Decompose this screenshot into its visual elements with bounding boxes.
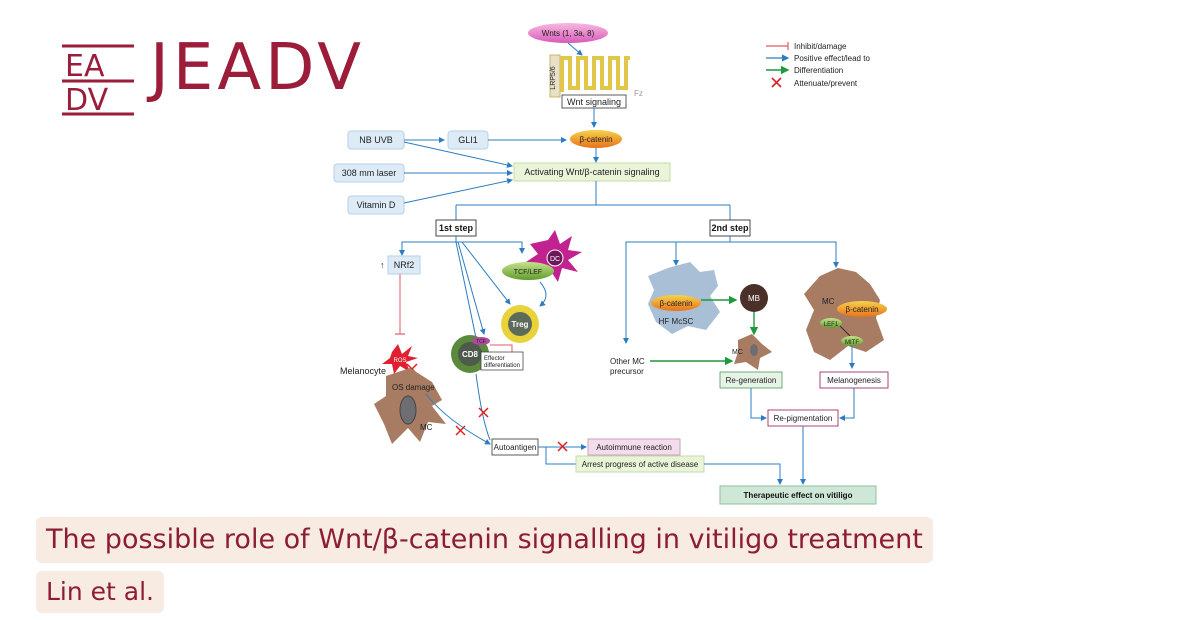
other-mc-label-1: Other MC xyxy=(610,357,645,366)
beta-catenin-top-label: β-catenin xyxy=(579,135,612,144)
logo-mark-bottom: DV xyxy=(65,83,109,118)
autoimmune-box xyxy=(587,438,681,456)
mb-cell xyxy=(740,284,768,312)
tcf-small xyxy=(472,337,490,345)
step2-label: 2nd step xyxy=(711,223,749,233)
dc-label: DC xyxy=(550,256,560,263)
effector-box xyxy=(480,351,524,371)
hf-beta-catenin xyxy=(651,295,701,311)
mc-right-beta xyxy=(837,301,887,317)
mc-small-label: MC xyxy=(732,349,743,356)
hf-mcsc-label: HF McSC xyxy=(659,317,694,326)
wnts-label: Wnts (1, 3a, 8) xyxy=(542,29,595,38)
melanocyte-label: Melanocyte xyxy=(340,366,386,376)
cd8-label: CD8 xyxy=(462,350,479,359)
ros-burst xyxy=(382,344,418,374)
tcf-lef-complex xyxy=(502,262,554,280)
fz-label: Fz xyxy=(634,89,643,98)
mc-label: MC xyxy=(420,423,433,432)
ros-label: ROS xyxy=(393,358,406,364)
dc-nucleus xyxy=(546,249,564,267)
other-mc-label-2: precursor xyxy=(610,367,644,376)
logo-mark: EA DV xyxy=(62,44,134,118)
activating-label: Activating Wnt/β-catenin signaling xyxy=(524,167,659,177)
nrf2-up-icon: ↑ xyxy=(380,260,385,270)
wnts-ligand xyxy=(528,23,608,43)
nb-uvb-label: NB UVB xyxy=(359,135,393,145)
arrest-label: Arrest progress of active disease xyxy=(582,460,699,469)
mitf-label: MITF xyxy=(845,340,859,346)
repigmentation-label: Re-pigmentation xyxy=(774,414,833,423)
lrp-label: LRP5/6 xyxy=(550,66,557,89)
legend-inhibit: Inhibit/damage xyxy=(794,42,847,51)
attenuate-icon-1 xyxy=(455,425,466,436)
lef1-factor xyxy=(820,318,842,328)
autoimmune-label: Autoimmune reaction xyxy=(596,443,672,452)
wnt-signaling-label: Wnt signaling xyxy=(567,97,621,107)
effector-label-1: Effector xyxy=(484,356,505,362)
mb-label: MB xyxy=(748,294,760,303)
activating-box xyxy=(513,162,671,182)
legend-differentiation: Differentiation xyxy=(794,66,843,75)
melanogenesis-label: Melanogenesis xyxy=(827,376,881,385)
hf-beta-label: β-catenin xyxy=(659,299,692,308)
attenuate-icon-2 xyxy=(478,407,489,418)
therapeutic-label: Therapeutic effect on vitiligo xyxy=(744,491,853,500)
treg-label: Treg xyxy=(512,320,529,329)
cd8-nucleus xyxy=(458,342,482,366)
logo-mark-top: EA xyxy=(65,49,105,84)
nrf2-box xyxy=(387,255,421,275)
beta-catenin-top xyxy=(570,130,622,148)
legend-attenuate: Attenuate/prevent xyxy=(794,79,858,88)
autoantigen-label: Autoantigen xyxy=(494,443,537,452)
logo-text: JEADV xyxy=(150,31,366,105)
attenuate-icon-3 xyxy=(557,441,568,452)
legend: Inhibit/damage Positive effect/lead to D… xyxy=(766,42,870,88)
regeneration-label: Re-generation xyxy=(726,376,777,385)
vitamin-d-box xyxy=(347,195,405,215)
caption-author: Lin et al. xyxy=(36,571,165,613)
mc-right-label: MC xyxy=(822,297,835,306)
mc-right-beta-label: β-catenin xyxy=(845,305,878,314)
legend-positive: Positive effect/lead to xyxy=(794,54,870,63)
step1-label: 1st step xyxy=(439,223,474,233)
therapeutic-box xyxy=(719,485,877,505)
nrf2-label: NRf2 xyxy=(394,260,415,270)
vitamin-d-label: Vitamin D xyxy=(357,200,396,210)
lef1-label: LEF1 xyxy=(824,322,839,328)
tcf-lef-label: TCF/LEF xyxy=(514,269,542,276)
melanocyte-nucleus xyxy=(399,395,417,425)
mitf-factor xyxy=(841,336,863,346)
mc-small-nucleus xyxy=(750,344,758,356)
effector-label-2: differentiation xyxy=(484,363,520,369)
tcf-label: TCF xyxy=(476,339,486,345)
caption-title: The possible role of Wnt/β-catenin signa… xyxy=(36,517,933,563)
laser-label: 308 mm laser xyxy=(342,168,397,178)
treg-nucleus xyxy=(508,312,532,336)
attenuate-icon xyxy=(771,77,782,88)
gli1-label: GLI1 xyxy=(458,135,478,145)
fz-receptor xyxy=(560,56,630,92)
os-damage-label: OS damage xyxy=(392,383,435,392)
